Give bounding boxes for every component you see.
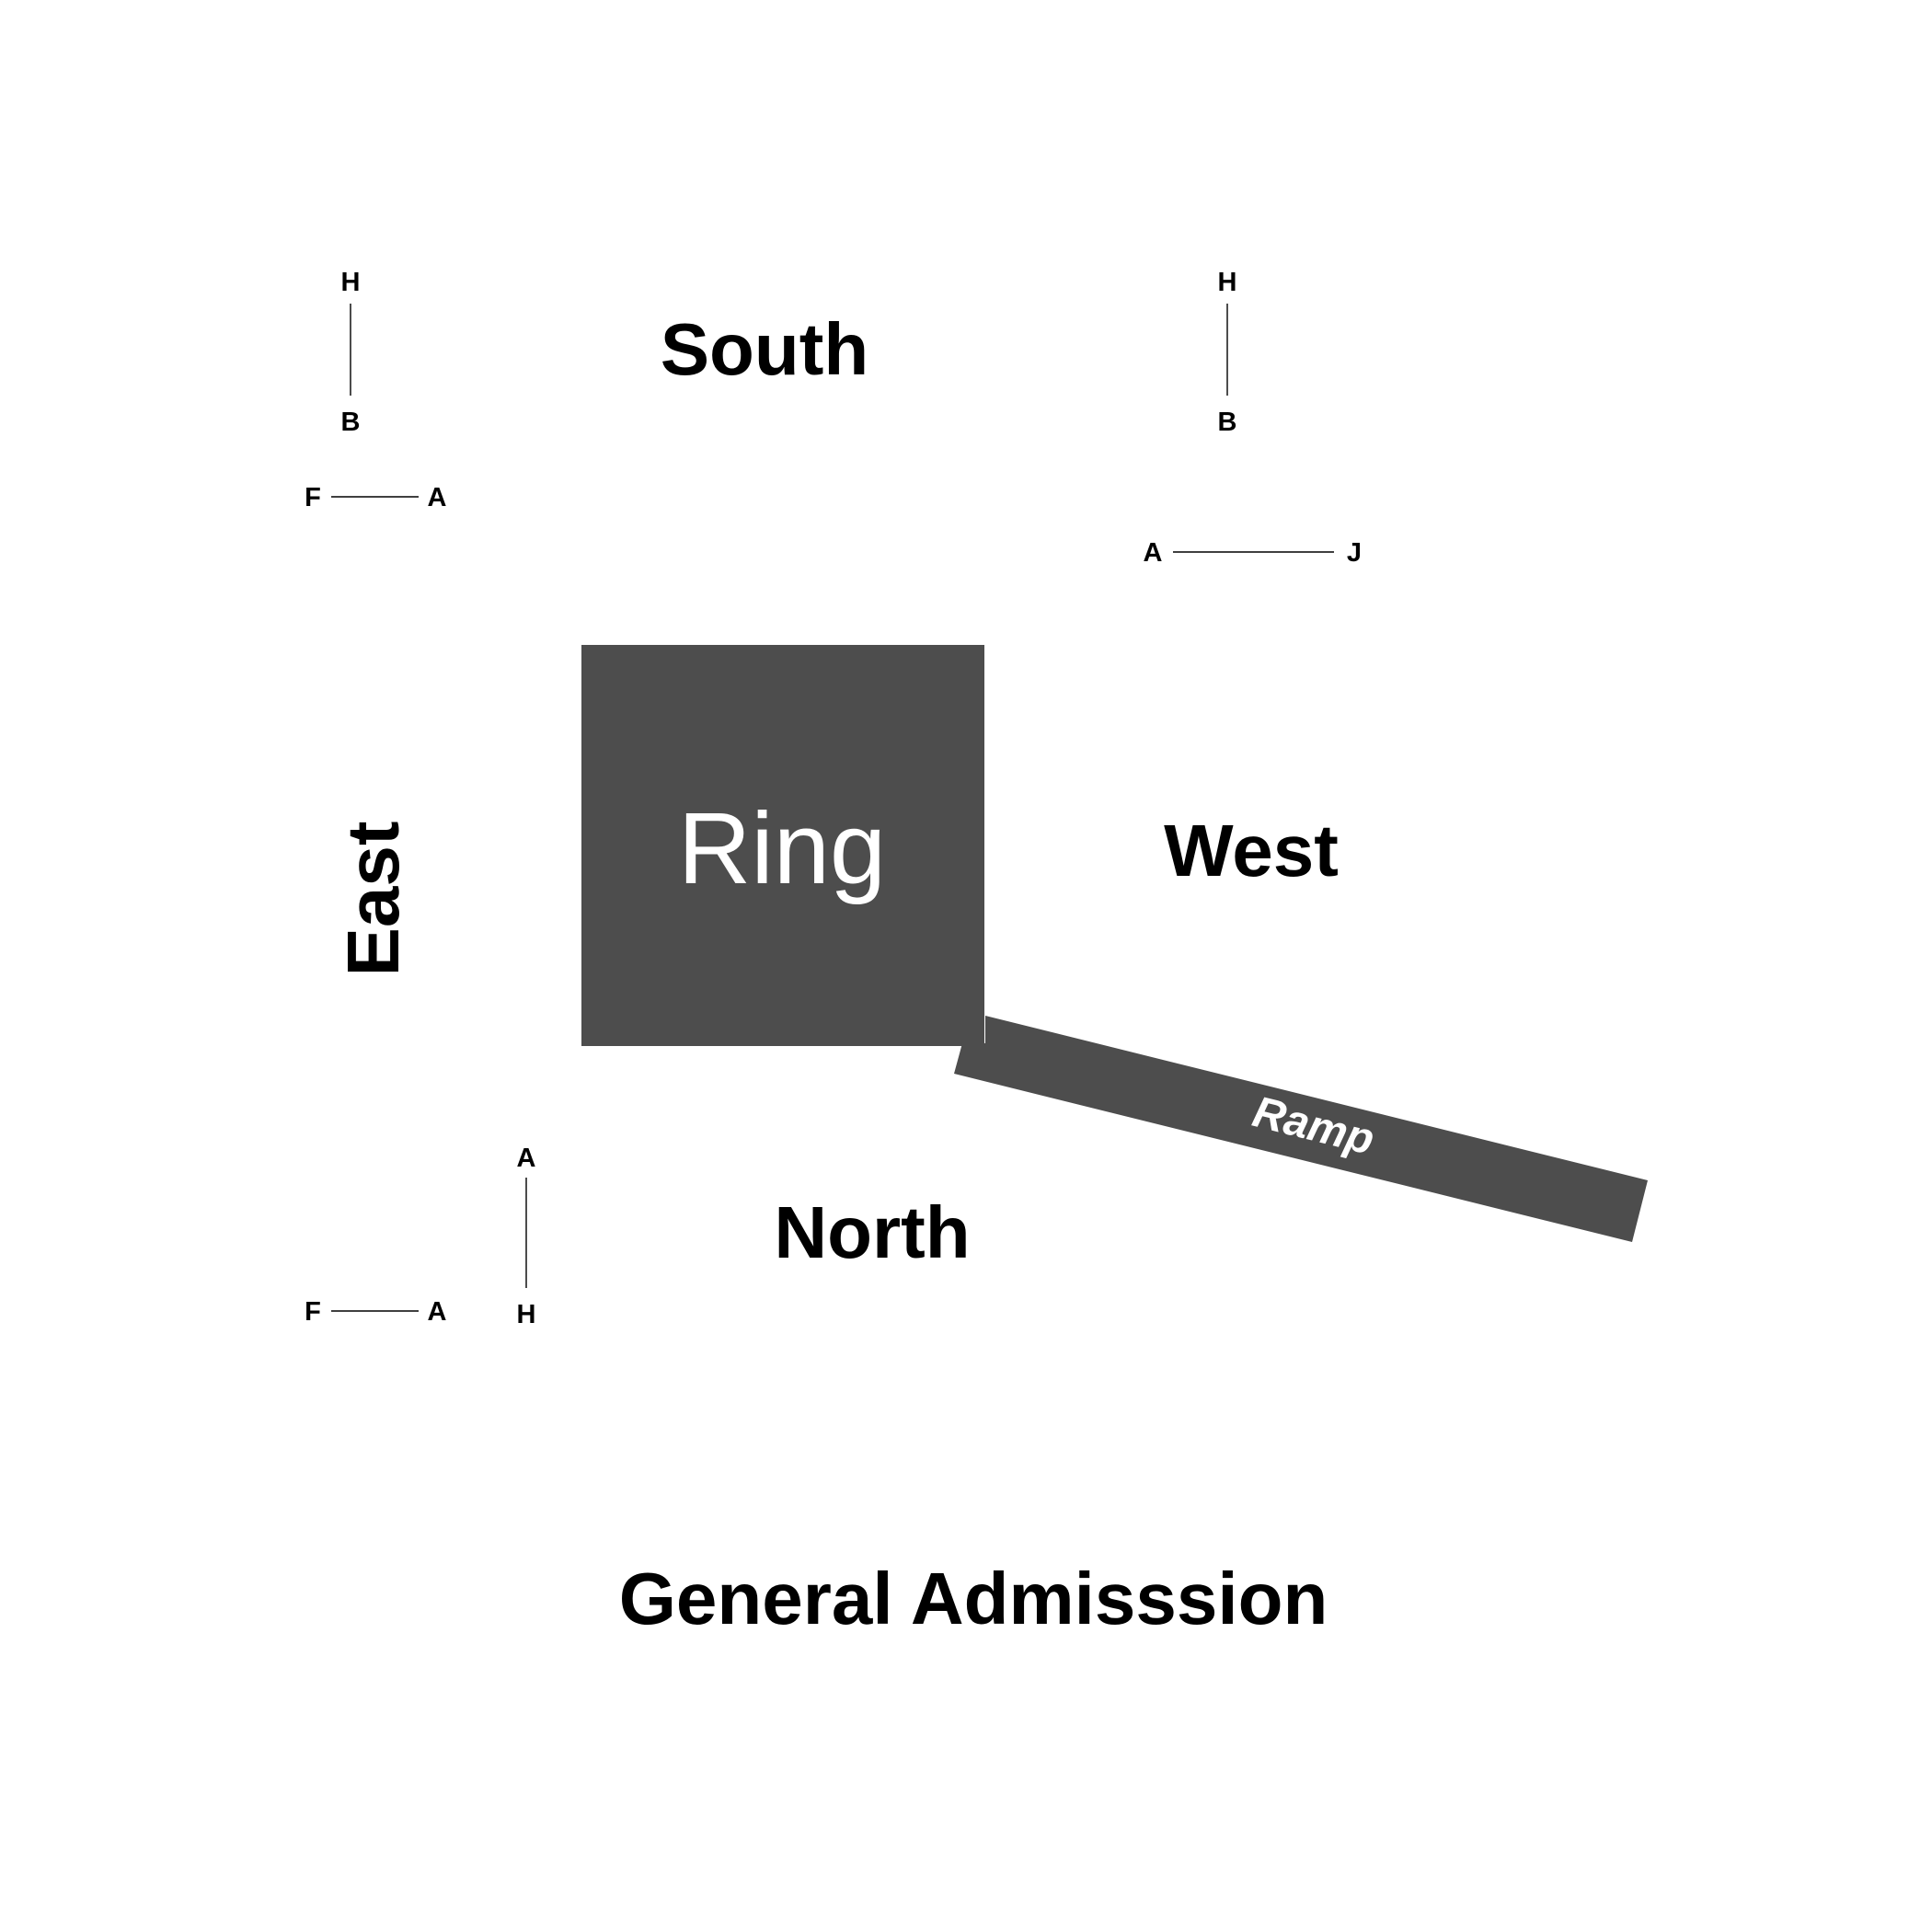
- row-end-label: H: [517, 1300, 536, 1329]
- row-start-label: A: [1144, 538, 1163, 568]
- row-start-label: A: [517, 1144, 536, 1173]
- section-south-label[interactable]: South: [661, 308, 869, 390]
- row-end-label: A: [428, 483, 447, 512]
- row-start-label: F: [305, 1297, 321, 1327]
- row-end-label: J: [1347, 538, 1362, 568]
- row-end-label: B: [1218, 408, 1237, 437]
- row-marker-south-left-vertical: H B: [341, 268, 361, 437]
- section-west-label[interactable]: West: [1164, 810, 1339, 891]
- section-general-admission-label[interactable]: General Admisssion: [619, 1558, 1328, 1639]
- ring-stage[interactable]: [581, 645, 984, 1046]
- row-marker-south-right-vertical: H B: [1218, 268, 1237, 437]
- row-marker-north-left-horizontal: F A: [305, 1297, 446, 1327]
- section-north-label[interactable]: North: [774, 1191, 970, 1273]
- row-marker-south-left-horizontal: F A: [305, 483, 446, 512]
- ring-label: Ring: [678, 792, 886, 905]
- section-east-label[interactable]: East: [332, 822, 414, 977]
- row-end-label: A: [428, 1297, 447, 1327]
- row-end-label: B: [341, 408, 361, 437]
- row-start-label: F: [305, 483, 321, 512]
- row-marker-west-horizontal: A J: [1144, 538, 1363, 568]
- row-marker-north-left-vertical: A H: [517, 1144, 536, 1329]
- ramp-stage[interactable]: [954, 1016, 1648, 1242]
- row-start-label: H: [341, 268, 361, 297]
- row-start-label: H: [1218, 268, 1237, 297]
